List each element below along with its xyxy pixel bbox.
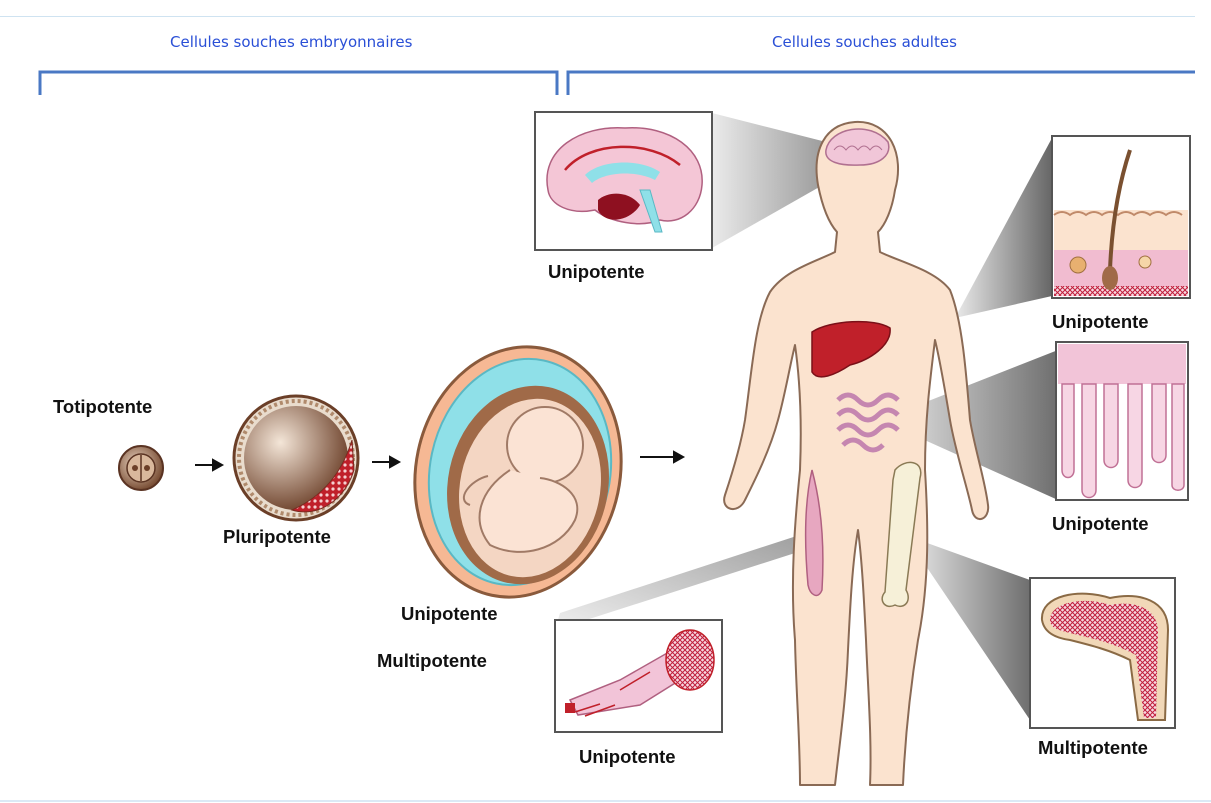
bone-marrow-inset [1029,577,1176,729]
bottom-divider [0,800,1211,802]
liver-icon [811,320,891,378]
human-body-icon [723,120,990,786]
intestine-icon [836,392,900,453]
skin-inset [1051,135,1191,299]
label-fetus-multipotent: Multipotente [377,650,487,671]
bone-cone [905,535,1030,720]
label-intestine-unipotent: Unipotente [1052,513,1149,534]
label-brain-unipotent: Unipotente [548,261,645,282]
muscle-cone [555,530,820,630]
zygote-icon [118,445,164,491]
arrow-icon [372,455,402,469]
head-brain-icon [825,128,890,166]
blastocyst-icon [232,394,360,522]
label-muscle-unipotent: Unipotente [579,746,676,767]
header-adult-stem-cells: Cellules souches adultes [772,33,957,51]
arrow-icon [640,450,686,464]
label-bone-multipotent: Multipotente [1038,737,1148,758]
label-totipotent: Totipotente [53,396,153,417]
femur-icon [881,461,922,607]
skin-cone [955,138,1052,318]
label-skin-unipotent: Unipotente [1052,311,1149,332]
header-embryonic-stem-cells: Cellules souches embryonnaires [170,33,413,51]
fetus-icon [413,345,623,599]
top-divider [0,16,1195,17]
intestine-villi-inset [1055,341,1189,501]
label-fetus-unipotent: Unipotente [401,603,498,624]
bracket-embryonic [38,70,559,95]
brain-inset [534,111,713,251]
label-pluripotent: Pluripotente [223,526,331,547]
muscle-fiber-inset [554,619,723,733]
muscle-icon [804,469,824,597]
bracket-adult [566,70,1195,95]
arrow-icon [195,458,225,472]
